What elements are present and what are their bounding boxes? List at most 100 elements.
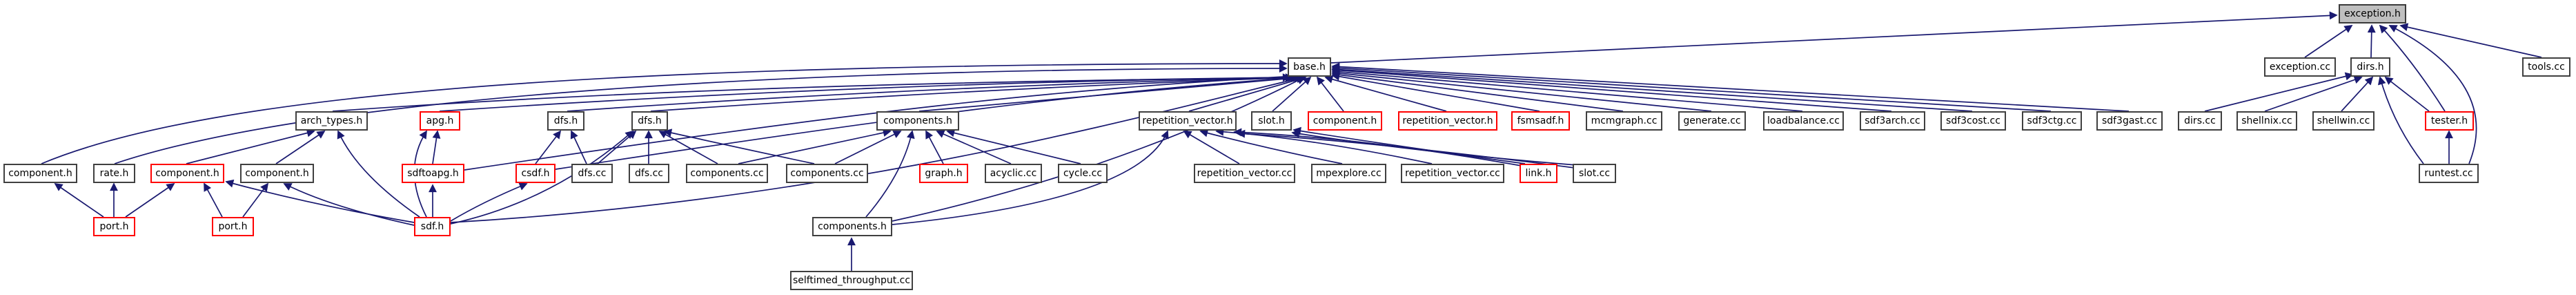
- edge-dfs_cc1-to-dfs_h2: [597, 130, 637, 164]
- edge-repetition_vector_h1-to-base_h: [1188, 75, 1307, 112]
- edge-link_h-to-slot_h: [1292, 126, 1526, 164]
- edge-port_h1-to-component_h2: [125, 182, 175, 218]
- edge-components_h_low-to-components_h3: [865, 130, 915, 218]
- edge-component_h1-to-base_h: [41, 59, 1288, 164]
- graph-node-sdf3gast-cc-21[interactable]: sdf3gast.cc: [2096, 111, 2163, 131]
- graph-node-components-cc-35[interactable]: components.cc: [786, 164, 868, 183]
- edge-port_h1-to-component_h1: [54, 182, 104, 218]
- edge-tester_h-to-exception_h: [2379, 24, 2446, 112]
- edge-shellwin_cc-to-dirs_h: [2341, 76, 2374, 112]
- graph-node-arch-types-h-5[interactable]: arch_types.h: [295, 111, 368, 131]
- edge-components_h_low-to-repetition_vector_h1: [892, 130, 1169, 225]
- graph-node-runtest-cc-44[interactable]: runtest.cc: [2419, 164, 2479, 183]
- edge-sdf3gast_cc-to-base_h: [1331, 62, 2130, 112]
- graph-node-slot-cc-43[interactable]: slot.cc: [1573, 164, 1616, 183]
- graph-node-repetition-vector-cc-41[interactable]: repetition_vector.cc: [1401, 164, 1504, 183]
- graph-node-sdf3ctg-cc-20[interactable]: sdf3ctg.cc: [2022, 111, 2082, 131]
- graph-node-sdf-h-47[interactable]: sdf.h: [414, 217, 451, 236]
- edge-components_h_low-to-base_h: [892, 77, 1306, 222]
- graph-node-fsmsadf-h-14[interactable]: fsmsadf.h: [1511, 111, 1570, 131]
- graph-node-loadbalance-cc-17[interactable]: loadbalance.cc: [1763, 111, 1844, 131]
- graph-node-base-h-4[interactable]: base.h: [1288, 57, 1331, 77]
- graph-node-repetition-vector-h-10[interactable]: repetition_vector.h: [1139, 111, 1237, 131]
- graph-node-components-h-9[interactable]: components.h: [876, 111, 959, 131]
- graph-node-mcmgraph-cc-15[interactable]: mcmgraph.cc: [1586, 111, 1662, 131]
- edge-sdftoapg_h-to-apg_h: [432, 130, 441, 164]
- edge-graph_h-to-components_h3: [925, 130, 944, 164]
- edge-apg_h-to-base_h: [439, 73, 1294, 112]
- graph-node-port-h-46[interactable]: port.h: [212, 217, 254, 236]
- edge-base_h-to-exception_h: [1330, 11, 2338, 64]
- edge-sdf_h-to-csdf_h: [450, 182, 528, 222]
- graph-node-graph-h-36[interactable]: graph.h: [919, 164, 968, 183]
- graph-node-exception-cc-1[interactable]: exception.cc: [2264, 57, 2336, 77]
- graph-node-component-h-12[interactable]: component.h: [1308, 111, 1382, 131]
- graph-node-sdftoapg-h-30[interactable]: sdftoapg.h: [402, 164, 464, 183]
- graph-node-tester-h-25[interactable]: tester.h: [2425, 111, 2474, 131]
- graph-node-exception-h-0[interactable]: exception.h: [2339, 4, 2406, 23]
- graph-node-sdf3arch-cc-18[interactable]: sdf3arch.cc: [1860, 111, 1925, 131]
- edge-port_h2-to-component_h3b: [242, 182, 269, 218]
- edge-sdf_h-to-arch_types_h: [337, 130, 420, 218]
- edge-slot_h-to-base_h: [1272, 76, 1312, 112]
- graph-node-slot-h-11[interactable]: slot.h: [1251, 111, 1292, 131]
- graph-node-dfs-h-8[interactable]: dfs.h: [631, 111, 668, 131]
- edge-dfs_cc1-to-dfs_h1: [570, 130, 587, 164]
- graph-node-dfs-cc-33[interactable]: dfs.cc: [629, 164, 669, 183]
- graph-node-repetition-vector-h-13[interactable]: repetition_vector.h: [1398, 111, 1497, 131]
- graph-node-sdf3cost-cc-19[interactable]: sdf3cost.cc: [1940, 111, 2006, 131]
- graph-node-port-h-45[interactable]: port.h: [93, 217, 135, 236]
- edge-runtest_cc-to-dirs_h: [2377, 76, 2424, 164]
- graph-node-component-h-26[interactable]: component.h: [3, 164, 77, 183]
- graph-node-mpexplore-cc-40[interactable]: mpexplore.cc: [1311, 164, 1386, 183]
- edge-component_h2-to-arch_types_h: [186, 129, 315, 164]
- graph-node-dfs-h-7[interactable]: dfs.h: [547, 111, 584, 131]
- graph-node-acyclic-cc-37[interactable]: acyclic.cc: [985, 164, 1042, 183]
- edge-mcmgraph_cc-to-base_h: [1331, 70, 1624, 112]
- graph-node-csdf-h-31[interactable]: csdf.h: [515, 164, 555, 183]
- edge-components_cc2-to-dfs_h2: [663, 129, 815, 164]
- edge-components_cc2-to-components_h3: [834, 131, 902, 164]
- graph-node-shellwin-cc-24[interactable]: shellwin.cc: [2312, 111, 2375, 131]
- edge-dfs_h2-to-base_h: [650, 73, 1299, 112]
- graph-node-shellnix-cc-23[interactable]: shellnix.cc: [2236, 111, 2297, 131]
- edge-repetition_vector_cc1-to-repetition_vector_h1: [1183, 131, 1240, 164]
- graph-node-selftimed-throughput-cc-49[interactable]: selftimed_throughput.cc: [790, 271, 913, 290]
- graph-node-component-h-29[interactable]: component.h: [240, 164, 314, 183]
- edge-exception_cc-to-exception_h: [2304, 24, 2353, 58]
- edge-repetition_vector_h2-to-base_h: [1324, 75, 1447, 112]
- graph-node-components-cc-34[interactable]: components.cc: [686, 164, 768, 183]
- graph-node-dirs-cc-22[interactable]: dirs.cc: [2178, 111, 2222, 131]
- edge-dfs_h1-to-base_h: [567, 73, 1297, 112]
- edge-sdf3arch_cc-to-base_h: [1331, 66, 1892, 112]
- edge-tools_cc-to-exception_h: [2399, 23, 2542, 58]
- edge-port_h2-to-component_h2: [204, 182, 223, 218]
- edge-sdf_h-to-component_h2: [225, 179, 415, 223]
- graph-node-components-h-48[interactable]: components.h: [812, 217, 892, 236]
- edge-sdf_h-to-dfs_h2: [450, 130, 634, 225]
- edge-rate_h-to-base_h: [114, 64, 1288, 164]
- graph-node-component-h-28[interactable]: component.h: [150, 164, 224, 183]
- graph-node-generate-cc-16[interactable]: generate.cc: [1678, 111, 1746, 131]
- graph-node-cycle-cc-38[interactable]: cycle.cc: [1058, 164, 1108, 183]
- edge-sdf3cost_cc-to-base_h: [1331, 65, 1973, 112]
- graph-node-apg-h-6[interactable]: apg.h: [420, 111, 460, 131]
- edge-component_h3b-to-arch_types_h: [275, 131, 326, 164]
- edge-arch_types_h-to-base_h: [332, 73, 1291, 112]
- graph-node-tools-cc-3[interactable]: tools.cc: [2522, 57, 2570, 77]
- graph-node-repetition-vector-cc-39[interactable]: repetition_vector.cc: [1194, 164, 1295, 183]
- edge-tester_h-to-dirs_h: [2384, 76, 2430, 112]
- graph-node-dirs-h-2[interactable]: dirs.h: [2350, 57, 2390, 77]
- edge-components_cc1-to-components_h3: [738, 129, 892, 164]
- edge-generate_cc-to-base_h: [1331, 69, 1712, 112]
- edge-cycle_cc-to-components_h3: [946, 129, 1081, 164]
- graph-node-dfs-cc-32[interactable]: dfs.cc: [571, 164, 613, 183]
- graph-node-link-h-42[interactable]: link.h: [1520, 164, 1557, 183]
- edge-loadbalance_cc-to-base_h: [1331, 67, 1803, 112]
- edge-sdf_h-to-component_h3b: [283, 183, 415, 226]
- edge-runtest_cc-to-exception_h: [2388, 25, 2477, 164]
- edge-shellnix_cc-to-dirs_h: [2264, 75, 2363, 112]
- graph-node-rate-h-27[interactable]: rate.h: [93, 164, 135, 183]
- edge-csdf_h-to-base_h: [555, 73, 1301, 170]
